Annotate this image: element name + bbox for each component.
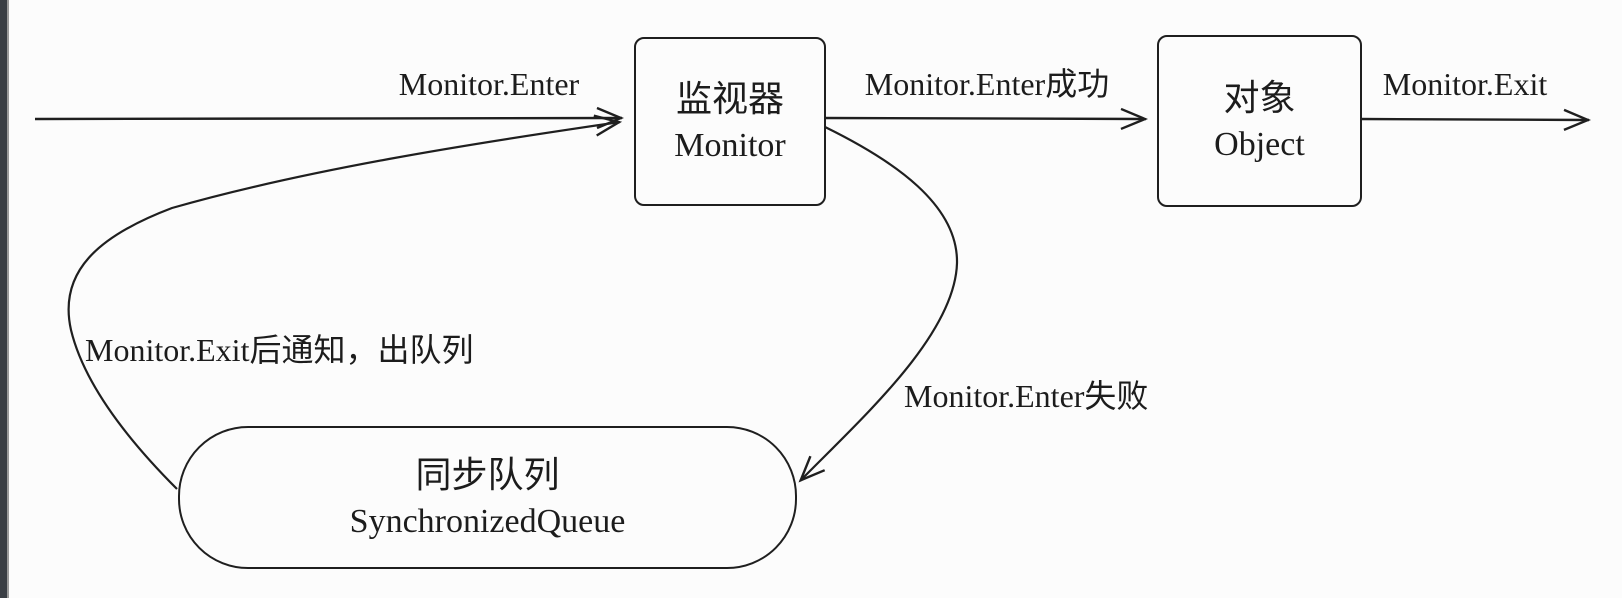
edge-label-monitor-exit: Monitor.Exit (1382, 66, 1548, 102)
edge-label-monitor-enter: Monitor.Enter (398, 66, 580, 102)
sync-queue-node-title-en: SynchronizedQueue (349, 502, 626, 540)
sync-queue-node: 同步队列 SynchronizedQueue (178, 426, 797, 569)
exit-arrow-line (1358, 119, 1589, 120)
object-node-title-zh: 对象 (1223, 78, 1296, 118)
left-edge-bar (0, 0, 9, 598)
object-node-title-en: Object (1214, 126, 1305, 163)
enter-arrow-line (34, 118, 622, 119)
sync-queue-node-title-zh: 同步队列 (415, 454, 560, 495)
enter-success-arrow-line (822, 118, 1146, 119)
edge-label-notify-dequeue: Monitor.Exit后通知，出队列 (85, 332, 474, 368)
edge-label-monitor-enter-fail: Monitor.Enter失败 (904, 378, 1149, 414)
notify-dequeue-curve (67, 122, 620, 490)
object-node: 对象 Object (1157, 35, 1362, 207)
monitor-node-title-en: Monitor (674, 126, 786, 164)
monitor-node: 监视器 Monitor (634, 37, 826, 206)
monitor-node-title-zh: 监视器 (675, 78, 784, 119)
edge-label-monitor-enter-success: Monitor.Enter成功 (864, 66, 1110, 102)
enter-fail-curve (800, 125, 959, 481)
